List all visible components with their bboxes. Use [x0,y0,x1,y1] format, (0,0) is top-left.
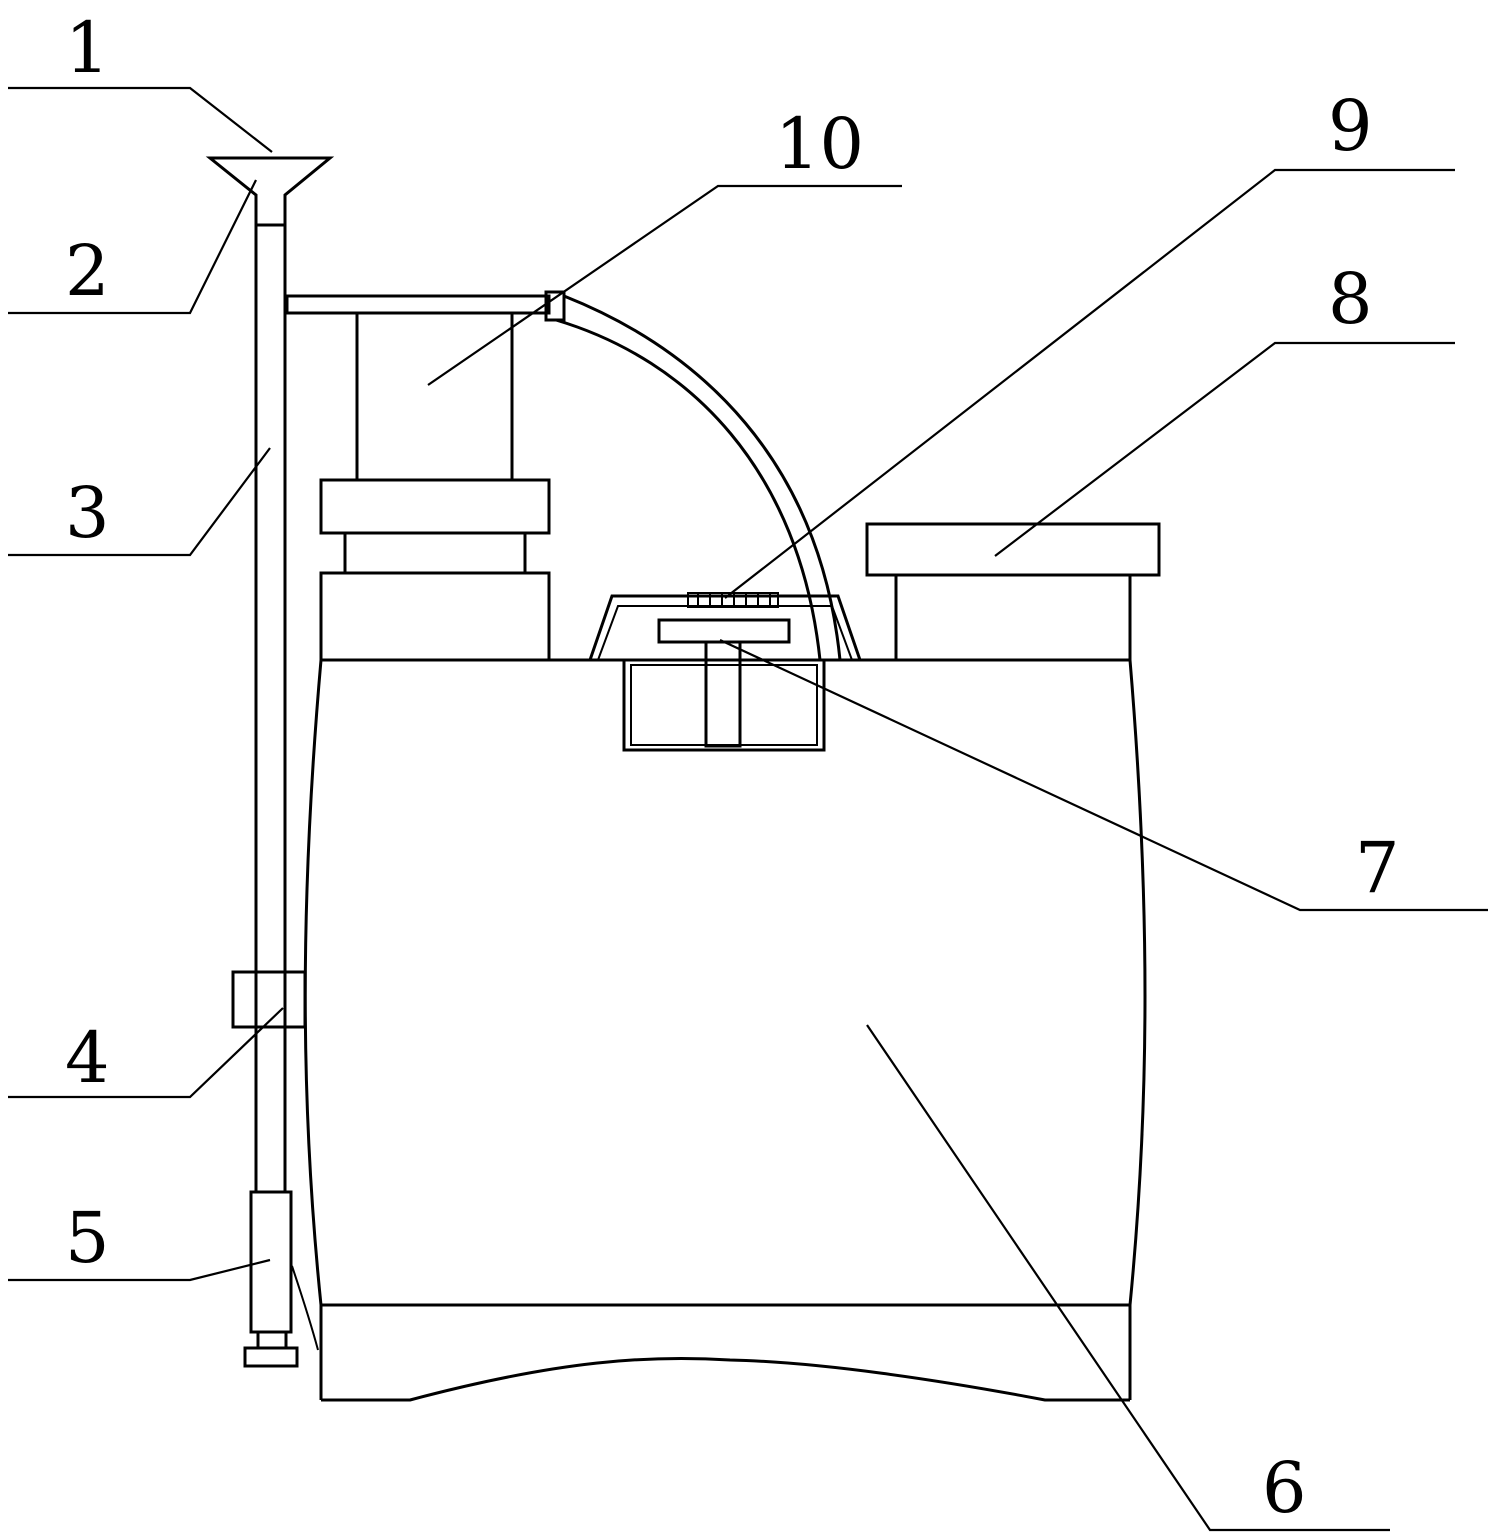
spray-lance [205,156,335,1368]
leader-4 [8,1007,284,1099]
leader-lines [8,86,1488,1532]
label-2: 2 [65,230,110,312]
label-10: 10 [775,103,864,185]
leader-3 [8,447,271,557]
leader-10 [427,184,902,386]
reference-numerals: 1 2 3 4 5 6 7 8 9 10 [65,7,1400,1529]
leader-8 [994,341,1455,557]
label-7: 7 [1355,827,1400,909]
tank-body [303,658,1147,1402]
leader-1 [8,86,273,153]
label-4: 4 [65,1017,110,1099]
label-9: 9 [1328,85,1373,167]
lid-and-valve [588,592,862,752]
label-8: 8 [1328,258,1373,340]
leader-2 [8,179,257,315]
pump-assembly [285,290,566,662]
leader-7 [719,639,1488,912]
leader-5 [8,1258,271,1282]
label-6: 6 [1262,1447,1307,1529]
hose [555,294,842,661]
label-5: 5 [65,1197,110,1279]
label-1: 1 [65,7,110,89]
leader-9 [724,168,1455,599]
label-3: 3 [65,472,110,554]
fill-cap [865,522,1161,660]
leader-6 [866,1024,1390,1532]
